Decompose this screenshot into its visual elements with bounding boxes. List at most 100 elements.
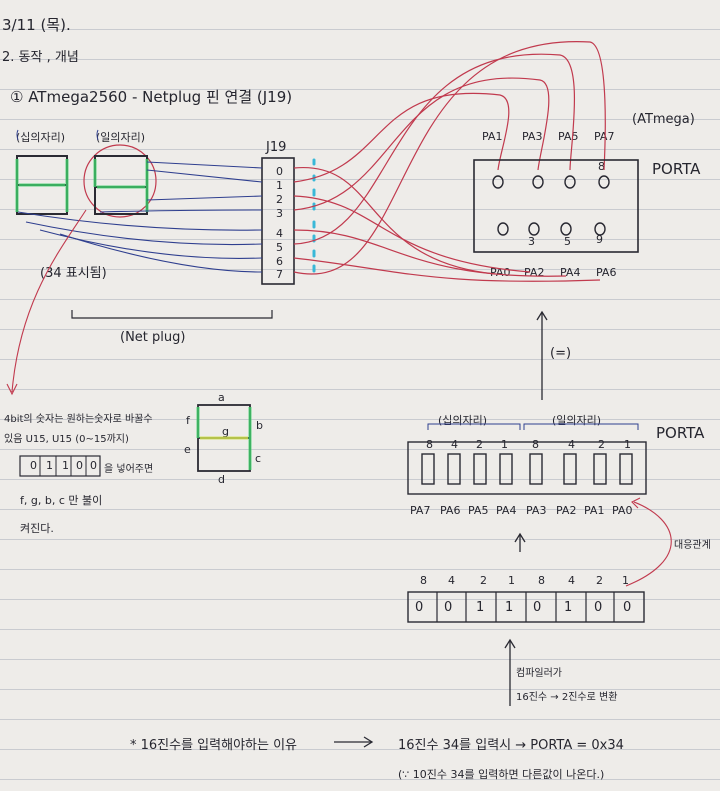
binary-bit-5: 0 xyxy=(533,600,542,615)
footer-explanation: 16진수 34를 입력시 → PORTA = 0x34 xyxy=(398,738,624,753)
note-after-bits: 을 넣어주면 xyxy=(104,464,154,475)
atmega-pin-pa1: PA1 xyxy=(482,130,503,143)
switch-pin-pa7: PA7 xyxy=(410,504,431,517)
binary-weight-1: 8 xyxy=(420,574,427,587)
binary-bit-2: 0 xyxy=(444,600,453,615)
switch-weight-4: 1 xyxy=(501,438,508,451)
switch-porta-label: PORTA xyxy=(656,424,705,442)
switch-weight-1: 8 xyxy=(426,438,433,451)
atmega-pin-pa3: PA3 xyxy=(522,130,543,143)
binary-bit-7: 0 xyxy=(594,600,603,615)
footer-arrow xyxy=(334,736,374,748)
red-arrow-curve xyxy=(11,209,87,393)
atmega-label: (ATmega) xyxy=(632,112,695,127)
segment-label-a: a xyxy=(218,391,225,404)
item-title: ① ATmega2560 - Netplug 핀 연결 (J19) xyxy=(10,88,293,106)
segment-label-g: g xyxy=(222,425,229,438)
switch-weight-2: 4 xyxy=(451,438,458,451)
note-bit-4: 0 xyxy=(76,459,83,472)
note-line-5: 켜진다. xyxy=(20,522,54,535)
binary-bit-8: 0 xyxy=(623,600,632,615)
switch-pin-pa2: PA2 xyxy=(556,504,577,517)
atmega-pin-pa6: PA6 xyxy=(596,266,617,279)
binary-bit-6: 1 xyxy=(564,600,573,615)
note-bit-box xyxy=(19,455,101,477)
j19-pin-1: 1 xyxy=(276,179,283,192)
display-caption: (34 표시됨) xyxy=(40,266,107,281)
porta-switch-block xyxy=(407,423,647,495)
segment-label-e: e xyxy=(184,443,191,456)
j19-pin-2: 2 xyxy=(276,193,283,206)
segment-label-c: c xyxy=(255,452,262,465)
section-heading: 2. 동작 , 개념 xyxy=(2,50,79,65)
binary-bit-4: 1 xyxy=(505,600,514,615)
switch-pin-pa0: PA0 xyxy=(612,504,633,517)
atmega-bottom-pin-number-1: 3 xyxy=(528,235,535,248)
switch-weight-7: 2 xyxy=(598,438,605,451)
correspondence-arrow xyxy=(625,501,672,587)
j19-pin-3: 3 xyxy=(276,207,283,220)
j19-pin-4: 4 xyxy=(276,227,283,240)
conversion-note-1: 컴파일러가 xyxy=(516,668,562,679)
tens-digit-display xyxy=(15,155,69,215)
j19-pin-7: 7 xyxy=(276,268,283,281)
binary-weight-8: 1 xyxy=(622,574,629,587)
ones-digit-label: (일의자리) xyxy=(96,131,146,144)
note-bit-1: 0 xyxy=(30,459,37,472)
switch-pin-pa1: PA1 xyxy=(584,504,605,517)
note-bit-3: 1 xyxy=(62,459,69,472)
note-bit-2: 1 xyxy=(46,459,53,472)
switch-weight-8: 1 xyxy=(624,438,631,451)
arrow-to-binary xyxy=(504,638,516,706)
segment-label-f: f xyxy=(186,414,190,427)
ones-digit-display xyxy=(83,144,157,218)
binary-bit-3: 1 xyxy=(476,600,485,615)
tens-digit-label: (십의자리) xyxy=(16,131,66,144)
note-line-4: f, g, b, c 만 불이 xyxy=(20,494,103,507)
netplug-caption: (Net plug) xyxy=(120,330,186,345)
atmega-porta-label: PORTA xyxy=(652,160,701,178)
binary-weight-6: 4 xyxy=(568,574,575,587)
arrow-to-atmega xyxy=(536,310,548,400)
binary-weight-2: 4 xyxy=(448,574,455,587)
binary-register xyxy=(407,591,645,623)
atmega-chip xyxy=(473,159,639,253)
blue-wires xyxy=(17,161,263,273)
j19-pin-6: 6 xyxy=(276,255,283,268)
netplug-bracket xyxy=(71,310,273,319)
conversion-note-2: 16진수 → 2진수로 변환 xyxy=(516,692,618,703)
date-heading: 3/11 (목). xyxy=(2,16,71,34)
atmega-top-pin-number-3: 8 xyxy=(598,160,605,173)
switch-weight-5: 8 xyxy=(532,438,539,451)
binary-weight-7: 2 xyxy=(596,574,603,587)
equals-label: (=) xyxy=(550,346,572,361)
j19-connector xyxy=(261,157,316,285)
switch-pin-pa6: PA6 xyxy=(440,504,461,517)
correspondence-note: 대응관계 xyxy=(674,540,711,551)
switch-weight-6: 4 xyxy=(568,438,575,451)
j19-pin-0: 0 xyxy=(276,165,283,178)
segment-label-d: d xyxy=(218,473,225,486)
binary-bit-1: 0 xyxy=(415,600,424,615)
atmega-pin-pa7: PA7 xyxy=(594,130,615,143)
footer-reason: * 16진수를 입력해야하는 이유 xyxy=(130,738,297,753)
segment-label-b: b xyxy=(256,419,263,432)
binary-weight-4: 1 xyxy=(508,574,515,587)
red-wires xyxy=(293,41,606,282)
j19-label: J19 xyxy=(266,140,287,155)
switch-pin-pa3: PA3 xyxy=(526,504,547,517)
binary-weight-3: 2 xyxy=(480,574,487,587)
j19-pin-5: 5 xyxy=(276,241,283,254)
switch-pin-pa5: PA5 xyxy=(468,504,489,517)
note-line-2: 있음 U15, U15 (0~15까지) xyxy=(4,434,129,445)
switch-weight-3: 2 xyxy=(476,438,483,451)
seven-segment-diagram xyxy=(196,404,252,472)
binary-weight-5: 8 xyxy=(538,574,545,587)
atmega-bottom-pin-number-2: 5 xyxy=(564,235,571,248)
footer-note: (∵ 10진수 34를 입력하면 다른값이 나온다.) xyxy=(398,768,605,781)
switch-pin-pa4: PA4 xyxy=(496,504,517,517)
atmega-bottom-pin-number-3: 9 xyxy=(596,233,603,246)
note-line-1: 4bit의 숫자는 원하는숫자로 바꿀수 xyxy=(4,414,153,425)
